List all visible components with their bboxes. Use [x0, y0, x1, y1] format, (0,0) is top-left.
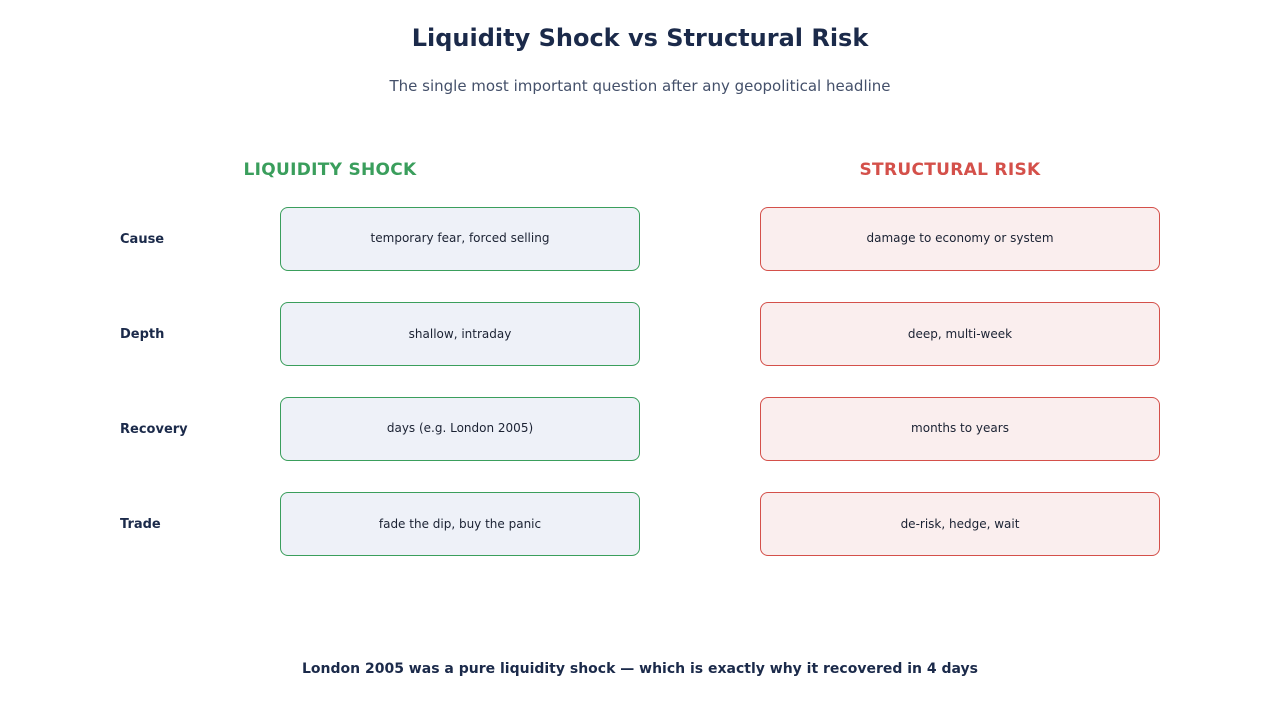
row-label-trade: Trade	[120, 517, 161, 532]
liquidity-trade-box: fade the dip, buy the panic	[280, 492, 640, 556]
row-label-depth: Depth	[120, 327, 165, 342]
page-subtitle: The single most important question after…	[389, 77, 891, 95]
structural-column-header: STRUCTURAL RISK	[859, 160, 1041, 180]
structural-cause-box: damage to economy or system	[760, 207, 1160, 271]
liquidity-cause-box: temporary fear, forced selling	[280, 207, 640, 271]
structural-cause-text: damage to economy or system	[866, 231, 1054, 245]
liquidity-trade-text: fade the dip, buy the panic	[378, 517, 542, 531]
liquidity-depth-text: shallow, intraday	[408, 327, 512, 341]
liquidity-recovery-text: days (e.g. London 2005)	[386, 421, 534, 435]
liquidity-column-header: LIQUIDITY SHOCK	[243, 160, 417, 180]
liquidity-depth-box: shallow, intraday	[280, 302, 640, 366]
row-label-recovery: Recovery	[120, 422, 188, 437]
structural-depth-text: deep, multi-week	[907, 327, 1013, 341]
liquidity-recovery-box: days (e.g. London 2005)	[280, 397, 640, 461]
structural-depth-box: deep, multi-week	[760, 302, 1160, 366]
footer-note: London 2005 was a pure liquidity shock —…	[301, 661, 979, 677]
row-label-cause: Cause	[120, 232, 165, 247]
page-title: Liquidity Shock vs Structural Risk	[411, 24, 869, 52]
structural-recovery-text: months to years	[911, 421, 1009, 435]
liquidity-cause-text: temporary fear, forced selling	[370, 231, 550, 245]
structural-trade-box: de-risk, hedge, wait	[760, 492, 1160, 556]
structural-recovery-box: months to years	[760, 397, 1160, 461]
structural-trade-text: de-risk, hedge, wait	[900, 517, 1020, 531]
